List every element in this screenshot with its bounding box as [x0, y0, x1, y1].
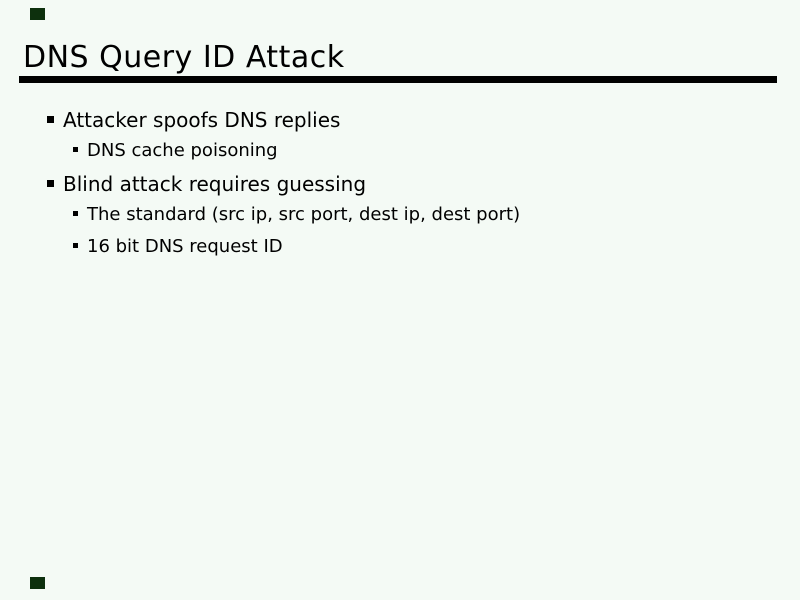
bullet-item: 16 bit DNS request ID: [0, 236, 800, 268]
nav-marker-top-icon[interactable]: [30, 8, 45, 20]
bullet-square-icon: [47, 116, 54, 123]
bullet-square-icon: [73, 147, 78, 152]
bullet-text: 16 bit DNS request ID: [87, 236, 283, 257]
bullet-item: Attacker spoofs DNS replies: [0, 108, 800, 140]
bullet-item: Blind attack requires guessing: [0, 172, 800, 204]
bullet-text: DNS cache poisoning: [87, 140, 278, 161]
bullet-text: The standard (src ip, src port, dest ip,…: [87, 204, 521, 225]
bullet-text: Attacker spoofs DNS replies: [63, 108, 341, 132]
bullet-square-icon: [73, 211, 78, 216]
title-rule: [19, 76, 777, 83]
bullet-item: DNS cache poisoning: [0, 140, 800, 172]
bullet-item: The standard (src ip, src port, dest ip,…: [0, 204, 800, 236]
bullet-square-icon: [73, 243, 78, 248]
bullet-text: Blind attack requires guessing: [63, 172, 367, 196]
slide-title: DNS Query ID Attack: [23, 40, 345, 75]
nav-marker-bottom-icon[interactable]: [30, 577, 45, 589]
bullet-square-icon: [47, 180, 54, 187]
